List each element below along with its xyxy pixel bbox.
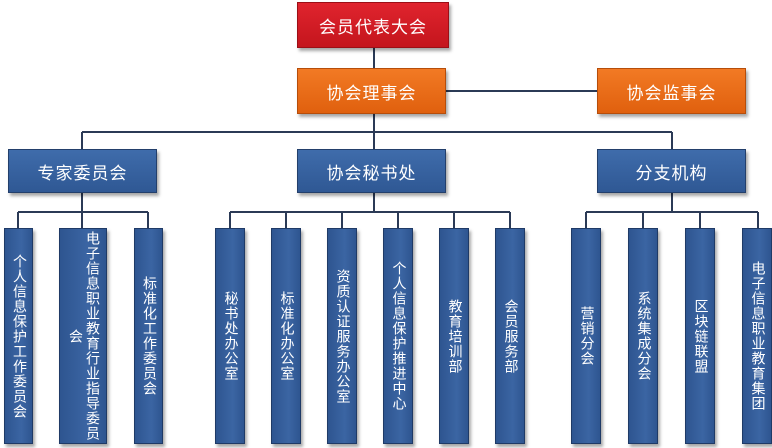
leaf-label: 标准化工作委员会 (141, 276, 157, 396)
leaf-vocational-education-guidance-committee: 电子信息职业教育行业指导委员会 (59, 228, 107, 444)
leaf-label: 个人信息保护推进中心 (390, 261, 407, 411)
leaf-secretariat-office: 秘书处办公室 (215, 228, 245, 444)
leaf-label: 资质认证服务办公室 (334, 268, 351, 404)
leaf-personal-info-protection-committee: 个人信息保护工作委员会 (4, 228, 33, 444)
council-box: 协会理事会 (297, 68, 446, 114)
branch-organizations-label: 分支机构 (635, 163, 708, 184)
leaf-standardization-committee: 标准化工作委员会 (134, 228, 163, 444)
line-branch-children (585, 193, 759, 228)
leaf-marketing-branch: 营销分会 (571, 228, 601, 444)
leaf-certification-service-office: 资质认证服务办公室 (327, 228, 357, 444)
supervisory-board-label: 协会监事会 (626, 83, 717, 104)
leaf-label: 系统集成分会 (635, 291, 652, 381)
leaf-label: 个人信息保护工作委员会 (11, 253, 27, 419)
members-assembly-box: 会员代表大会 (297, 2, 449, 48)
leaf-personal-info-protection-center: 个人信息保护推进中心 (383, 228, 413, 444)
expert-committee-box: 专家委员会 (8, 149, 157, 193)
secretariat-box: 协会秘书处 (297, 149, 446, 193)
council-label: 协会理事会 (326, 83, 417, 104)
expert-committee-label: 专家委员会 (37, 163, 128, 184)
leaf-blockchain-alliance: 区块链联盟 (685, 228, 715, 444)
members-assembly-label: 会员代表大会 (319, 17, 427, 38)
leaf-member-service-dept: 会员服务部 (495, 228, 525, 444)
leaf-education-training-dept: 教育培训部 (439, 228, 469, 444)
leaf-label: 标准化办公室 (278, 291, 295, 381)
leaf-label: 教育培训部 (446, 298, 463, 374)
leaf-label: 秘书处办公室 (222, 291, 239, 381)
leaf-standardization-office: 标准化办公室 (271, 228, 301, 444)
line-expert-children (17, 193, 149, 228)
leaf-vocational-education-group: 电子信息职业教育集团 (742, 228, 772, 444)
supervisory-board-box: 协会监事会 (597, 68, 746, 114)
leaf-label: 会员服务部 (502, 298, 519, 374)
line-secretariat-children (229, 193, 511, 228)
branch-organizations-box: 分支机构 (597, 149, 746, 193)
leaf-label: 营销分会 (578, 306, 595, 366)
secretariat-label: 协会秘书处 (326, 163, 417, 184)
leaf-label: 电子信息职业教育行业指导委员会 (67, 231, 100, 441)
leaf-label: 电子信息职业教育集团 (749, 261, 766, 411)
leaf-label: 区块链联盟 (692, 298, 709, 374)
leaf-system-integration-branch: 系统集成分会 (628, 228, 658, 444)
